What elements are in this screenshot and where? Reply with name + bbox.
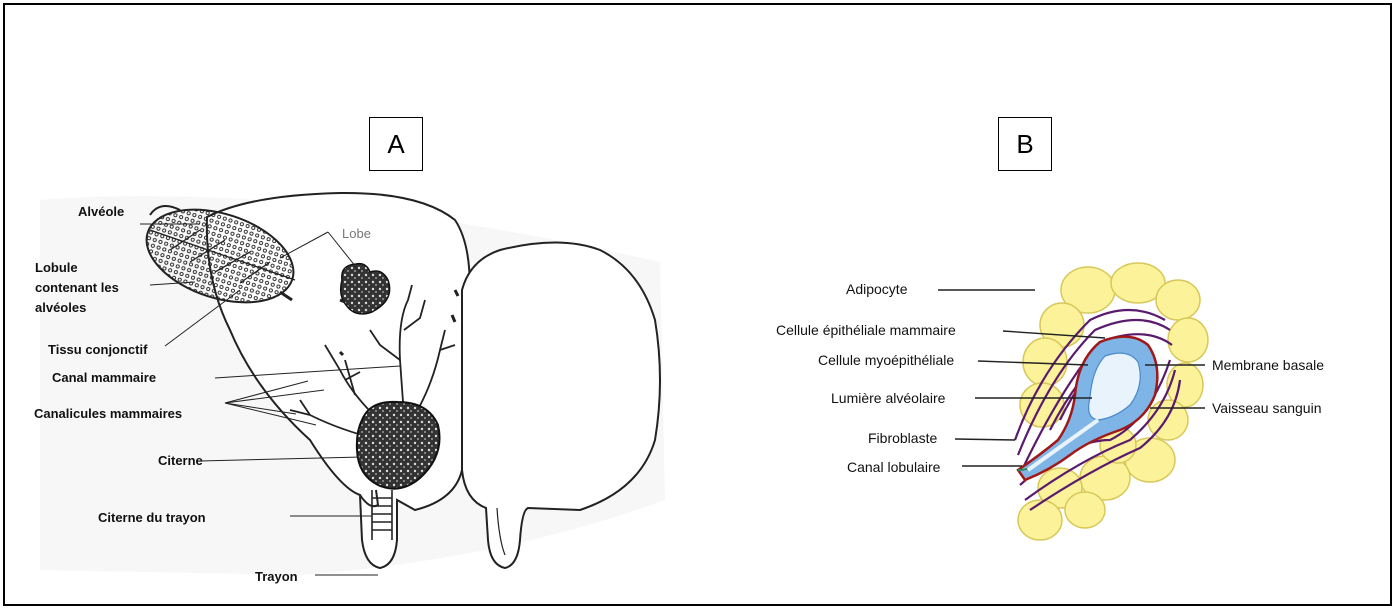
label-cellule-epitheliale: Cellule épithéliale mammaire xyxy=(776,322,956,338)
label-lobe: Lobe xyxy=(342,226,371,241)
label-alveole: Alvéole xyxy=(78,204,124,219)
label-tissu-conjonctif: Tissu conjonctif xyxy=(48,342,148,357)
label-membrane-basale: Membrane basale xyxy=(1212,357,1324,373)
label-trayon: Trayon xyxy=(255,569,298,584)
label-cellule-myoepitheliale: Cellule myoépithéliale xyxy=(818,352,954,368)
label-fibroblaste: Fibroblaste xyxy=(868,430,937,446)
label-vaisseau-sanguin: Vaisseau sanguin xyxy=(1212,400,1321,416)
label-lobule-1: Lobule xyxy=(35,260,78,275)
label-lobule-2: contenant les xyxy=(35,280,119,295)
label-lumiere-alveolaire: Lumière alvéolaire xyxy=(831,390,946,406)
label-canal-mammaire: Canal mammaire xyxy=(52,370,156,385)
label-adipocyte: Adipocyte xyxy=(846,281,908,297)
label-citerne-trayon: Citerne du trayon xyxy=(98,510,206,525)
label-citerne: Citerne xyxy=(158,453,203,468)
alveolus-diagram xyxy=(1015,263,1208,540)
label-canalicules: Canalicules mammaires xyxy=(34,406,182,421)
label-lobule-3: alvéoles xyxy=(35,300,86,315)
label-canal-lobulaire: Canal lobulaire xyxy=(847,459,941,475)
